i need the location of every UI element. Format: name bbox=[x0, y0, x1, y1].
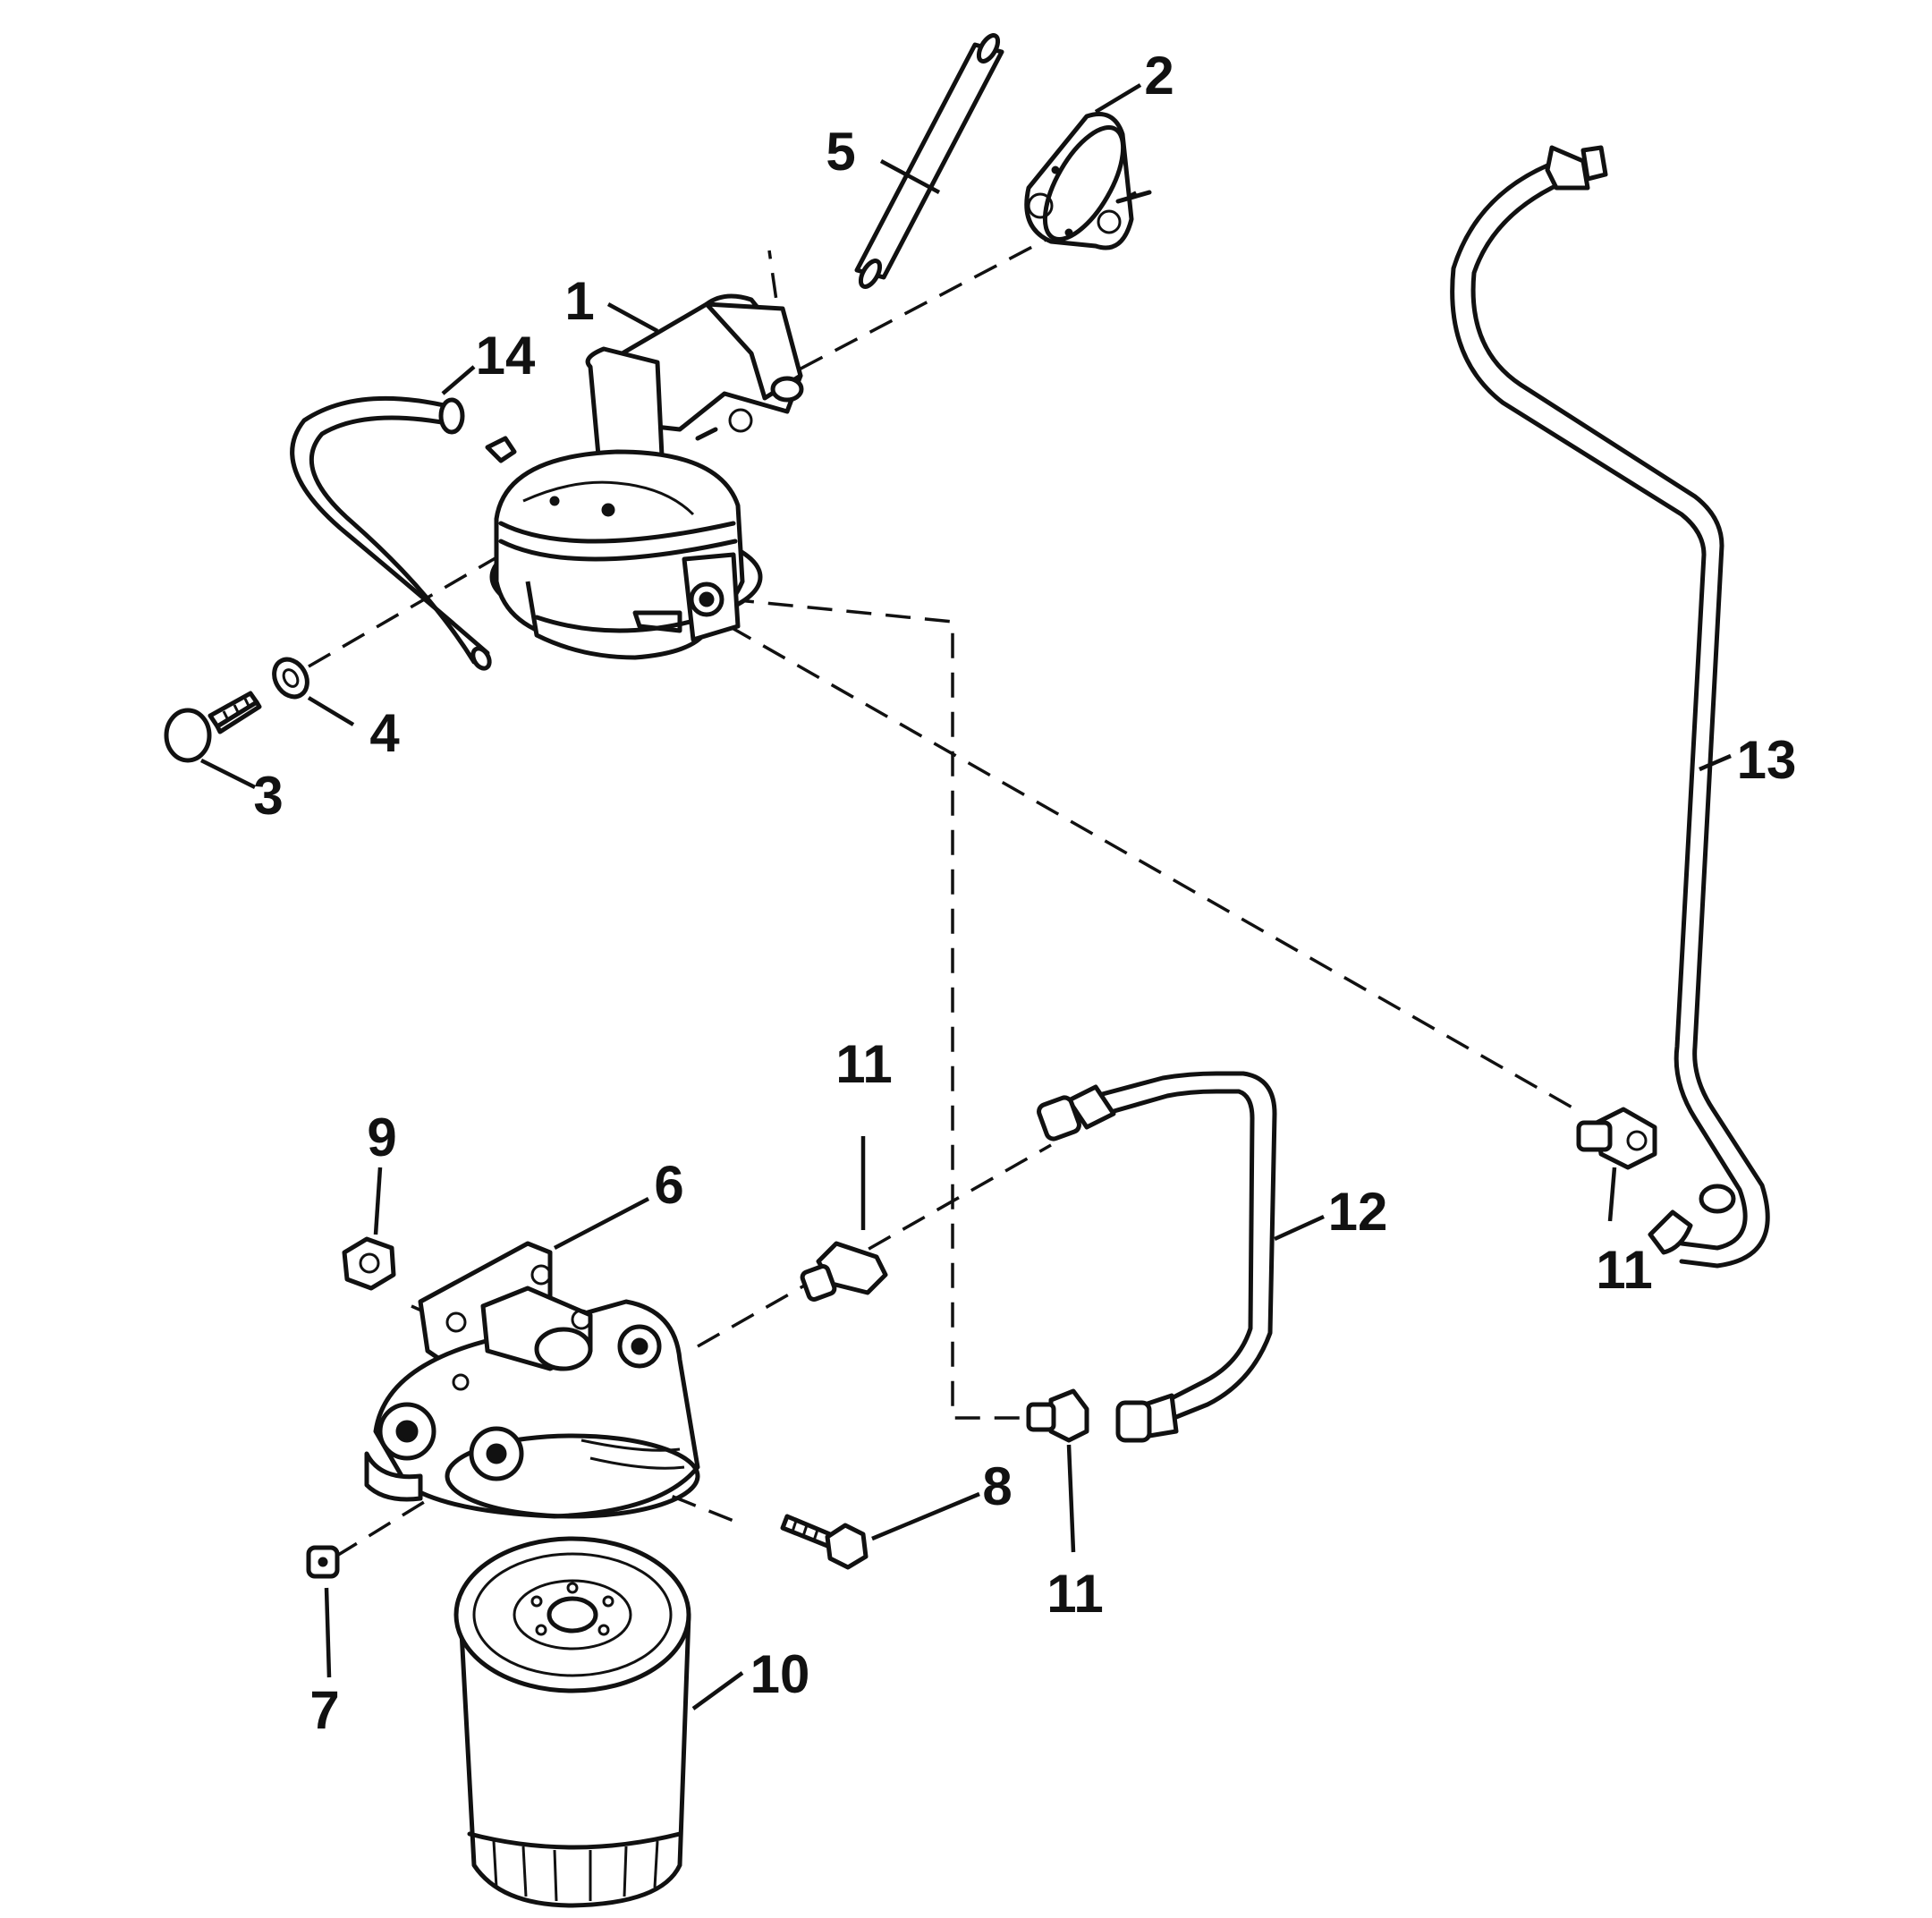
callout-12: 12 bbox=[1328, 1182, 1388, 1242]
fitting-part-11-lower bbox=[1026, 1388, 1089, 1443]
filter-head-part-6 bbox=[364, 1241, 700, 1519]
callout-labels: 1 2 3 4 5 6 7 8 9 10 11 11 11 12 13 14 bbox=[253, 46, 1796, 1740]
bolt-part-3 bbox=[164, 691, 262, 763]
callout-14: 14 bbox=[476, 326, 536, 386]
leader-lines bbox=[199, 83, 1732, 1710]
gasket-part-2 bbox=[1024, 112, 1152, 250]
filter-element-part-10 bbox=[453, 1536, 691, 1908]
hose-part-14 bbox=[290, 395, 517, 671]
lock-washer-part-4 bbox=[272, 657, 309, 700]
callout-10: 10 bbox=[750, 1644, 810, 1704]
callout-6: 6 bbox=[654, 1155, 683, 1215]
callout-9: 9 bbox=[367, 1108, 396, 1167]
fuel-line-part-13 bbox=[1450, 145, 1770, 1269]
plug-part-7 bbox=[306, 1545, 340, 1579]
callout-13: 13 bbox=[1737, 730, 1797, 790]
fitting-part-11-upper bbox=[800, 1241, 888, 1302]
nut-part-9 bbox=[342, 1236, 396, 1291]
fitting-part-11-right bbox=[1576, 1107, 1657, 1170]
callout-1: 1 bbox=[564, 271, 594, 331]
fuel-pump-part-1 bbox=[489, 293, 804, 660]
bolt-part-8 bbox=[780, 1514, 869, 1570]
callout-11-right: 11 bbox=[1596, 1240, 1652, 1300]
vent-tube-part-5 bbox=[854, 33, 1004, 289]
callout-7: 7 bbox=[309, 1680, 339, 1740]
callout-3: 3 bbox=[253, 766, 283, 826]
callout-5: 5 bbox=[826, 122, 855, 182]
callout-4: 4 bbox=[369, 703, 400, 763]
callout-8: 8 bbox=[982, 1456, 1012, 1516]
fuel-line-part-12 bbox=[1037, 1071, 1277, 1443]
callout-11-top: 11 bbox=[835, 1034, 892, 1094]
callout-2: 2 bbox=[1144, 46, 1174, 106]
callout-11-bottom: 11 bbox=[1046, 1564, 1103, 1624]
